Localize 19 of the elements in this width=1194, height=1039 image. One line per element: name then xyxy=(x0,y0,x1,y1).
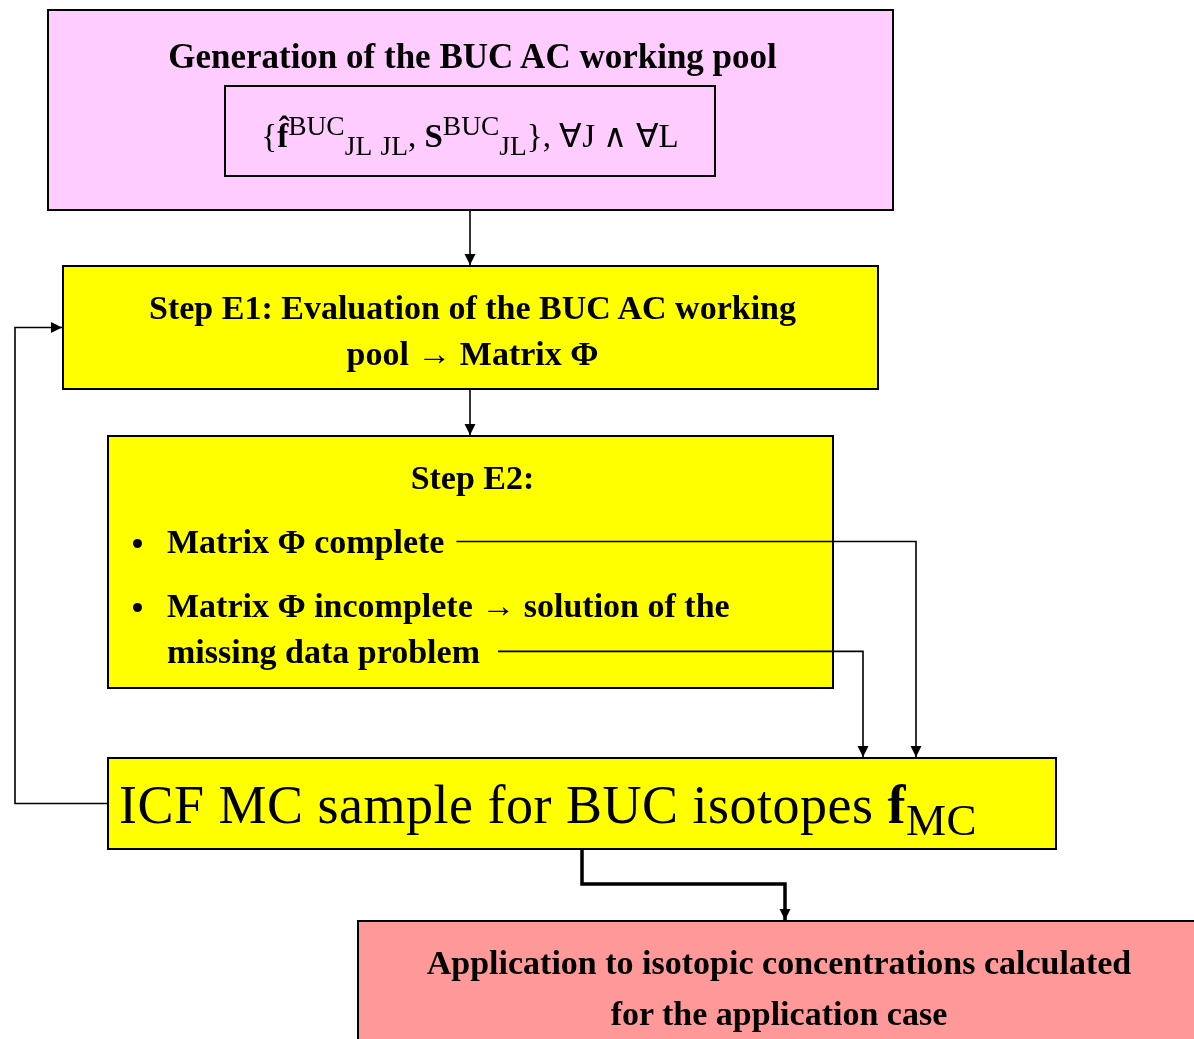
process-box xyxy=(47,9,894,211)
process-box xyxy=(107,435,834,689)
box-label: Step E1: Evaluation of the BUC AC working pool → Matrix Φ xyxy=(148,288,797,374)
arrow xyxy=(497,650,869,758)
process-box xyxy=(62,265,879,390)
arrow xyxy=(464,210,476,266)
process-box xyxy=(107,757,1057,850)
formula-box xyxy=(224,85,716,177)
arrow xyxy=(464,389,476,436)
box-label: Application to isotopic concentrations calculated for the application case xyxy=(425,943,1133,1034)
box-label: ICF MC sample for BUC isotopes f$_{MC}$ xyxy=(119,774,979,847)
box-label: Step E2: xyxy=(409,458,536,498)
bullet-text: Matrix Φ incomplete → solution of the missing data problem xyxy=(167,586,731,672)
box-label: Generation of the BUC AC working pool xyxy=(167,36,778,78)
arrow xyxy=(455,540,922,758)
arrow xyxy=(14,322,108,805)
bullet-text: Matrix Φ complete xyxy=(167,522,446,562)
process-box xyxy=(357,920,1194,1039)
arrow xyxy=(580,850,791,920)
